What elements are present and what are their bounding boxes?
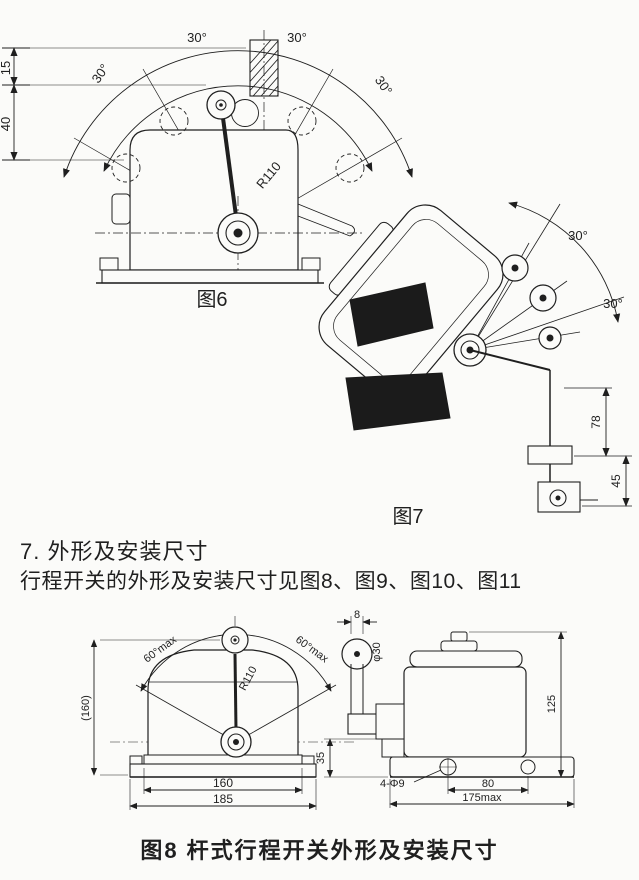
fig6-lever-and-rollers — [111, 90, 365, 217]
fig8-caption: 图8 杆式行程开关外形及安装尺寸 — [140, 838, 499, 863]
fig8-dim-185: 185 — [213, 792, 233, 806]
fig6-dim-40: 40 — [0, 117, 13, 131]
fig8-dim-160: 160 — [213, 776, 233, 790]
fig6-angle-top-left: 30° — [187, 30, 207, 45]
figure6-drawing: 15 40 — [0, 30, 413, 311]
fig6-angle-top-right: 30° — [287, 30, 307, 45]
fig8-angle-right: 60°max — [293, 634, 331, 666]
figure7-drawing: 30° 30° — [318, 201, 632, 528]
fig6-pivot — [95, 196, 365, 270]
fig6-caption: 图6 — [196, 289, 227, 311]
fig8-side-dimensions — [324, 616, 575, 808]
fig8-dim-125: 125 — [546, 695, 558, 713]
fig7-caption: 图7 — [392, 506, 423, 528]
fig7-dim-78: 78 — [589, 415, 603, 429]
fig6-left-dimensions — [2, 47, 246, 161]
fig8-dim-8: 8 — [354, 609, 360, 621]
fig8-dim-175max: 175max — [462, 792, 502, 804]
fig8-side-view — [341, 631, 575, 783]
fig6-dim-15: 15 — [0, 61, 13, 75]
fig8-dim-160v: (160) — [80, 695, 92, 721]
fig8-dim-phi30: φ30 — [371, 642, 383, 661]
fig7-angle-2: 30° — [603, 296, 623, 311]
fig7-lever-vanes — [345, 282, 451, 431]
fig7-angle-1: 30° — [568, 228, 588, 243]
fig7-rollers — [501, 254, 562, 350]
fig6-switch-body — [96, 129, 355, 284]
fig8-dim-35: 35 — [315, 752, 327, 764]
fig7-dim-45: 45 — [609, 474, 623, 488]
section-body-text: 行程开关的外形及安装尺寸见图8、图9、图10、图11 — [20, 570, 522, 593]
fig8-front-dimensions — [90, 639, 317, 810]
fig8-dim-80: 80 — [482, 778, 494, 790]
fig7-sweep-arc — [508, 201, 621, 323]
fig8-front-view — [110, 616, 354, 778]
fig7-dimensions — [564, 387, 632, 507]
fig6-angle-side-right: 30° — [372, 73, 396, 98]
fig7-rod-and-bracket — [469, 349, 598, 513]
fig8-holes-label: 4-Φ9 — [380, 778, 405, 790]
fig6-hatched-stop-block — [249, 30, 279, 136]
section-heading: 7. 外形及安装尺寸 — [20, 539, 209, 564]
fig6-angle-side-left: 30° — [89, 61, 113, 86]
figure8-drawing: 60°max 60°max R110 (160) 160 185 — [80, 609, 575, 810]
fig6-sweep-arcs — [63, 50, 413, 178]
